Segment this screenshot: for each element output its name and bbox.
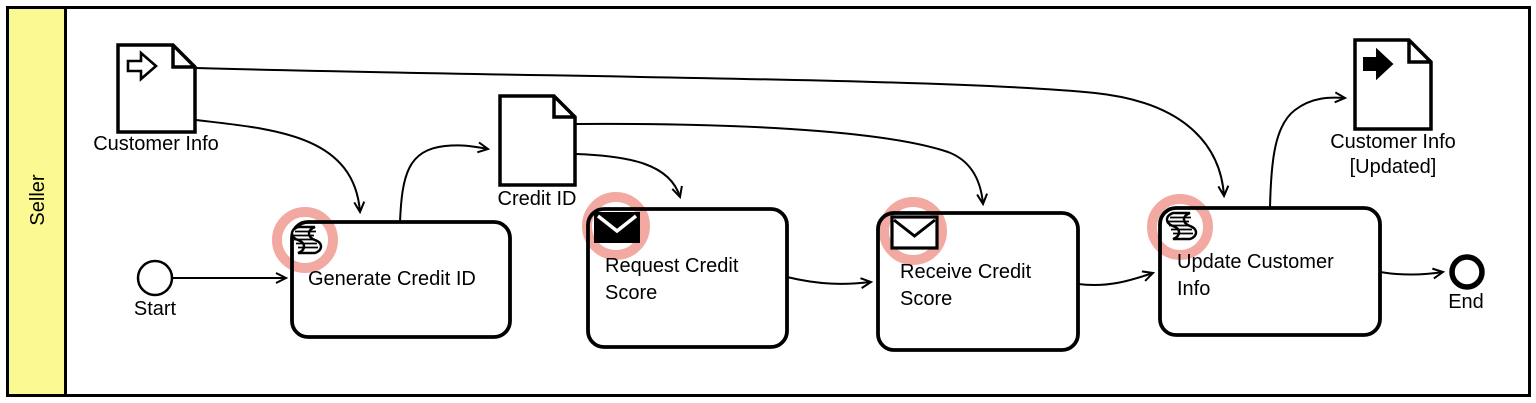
assoc-generate-to-credit-id[interactable] (399, 145, 488, 223)
task-label-update-1: Update Customer (1177, 251, 1334, 273)
highlight-ring (879, 197, 947, 265)
data-object-credit-id[interactable] (498, 94, 577, 187)
task-generate-credit-id[interactable] (290, 220, 512, 339)
flow-receive-to-update[interactable] (1077, 273, 1153, 287)
task-label-request-1: Request Credit (605, 255, 739, 277)
flow-update-to-end[interactable] (1379, 272, 1443, 275)
data-object-label-credit-id: Credit ID (498, 188, 577, 210)
task-label-receive-1: Receive Credit (900, 261, 1032, 283)
end-event-label: End (1448, 291, 1484, 313)
assoc-credit-id-to-request[interactable] (575, 153, 680, 197)
assoc-customer-info-to-generate[interactable] (195, 119, 360, 212)
data-input-arrow-icon (126, 50, 158, 82)
highlight-ring (1147, 194, 1213, 260)
task-update-customer-info[interactable] (1158, 206, 1382, 337)
data-object-label-customer-info: Customer Info (93, 133, 219, 155)
task-label-request-2: Score (605, 282, 657, 304)
task-label-generate: Generate Credit ID (308, 268, 476, 290)
task-label-receive-2: Score (900, 288, 952, 310)
assoc-update-to-customer-info-updated[interactable] (1269, 98, 1345, 209)
script-icon (290, 225, 323, 255)
highlight-ring (582, 192, 650, 260)
script-icon (1165, 211, 1198, 241)
end-event[interactable] (1449, 254, 1485, 290)
start-event-label: Start (134, 298, 177, 320)
assoc-credit-id-to-receive[interactable] (575, 122, 983, 204)
receive-message-icon (890, 215, 939, 250)
data-object-label-customer-info-updated: Customer Info (1330, 131, 1456, 153)
flow-request-to-receive[interactable] (786, 276, 871, 284)
send-message-icon (594, 212, 640, 243)
highlight-ring (272, 207, 338, 273)
data-object-label-customer-info-updated-2: [Updated] (1350, 156, 1437, 178)
data-output-arrow-icon (1363, 47, 1394, 81)
lane-header-seller[interactable] (6, 6, 67, 397)
assoc-customer-info-to-update[interactable] (195, 67, 1224, 196)
lane-label: Seller (27, 174, 49, 225)
start-event[interactable] (136, 259, 174, 297)
task-label-update-2: Info (1177, 278, 1210, 300)
